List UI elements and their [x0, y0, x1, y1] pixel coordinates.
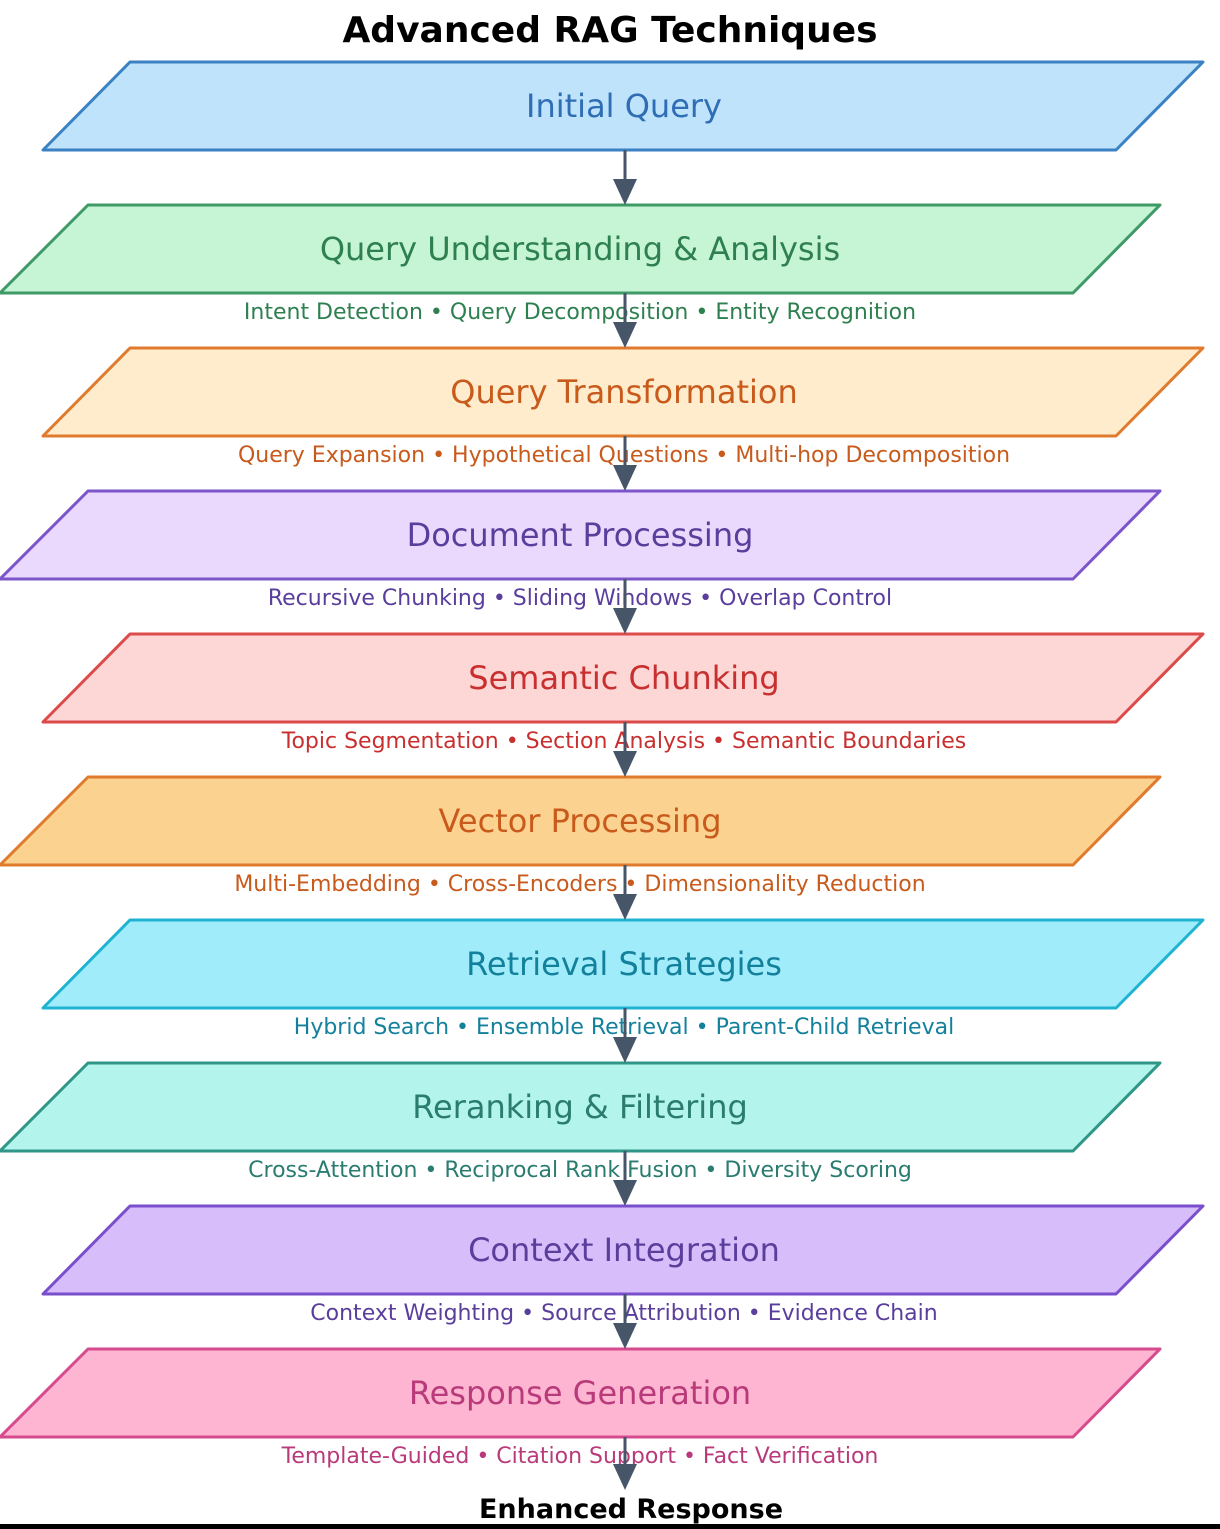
arrow-head — [613, 608, 637, 634]
stage-label: Query Understanding & Analysis — [320, 230, 840, 268]
flow-arrow — [613, 1151, 637, 1206]
flow-arrow — [613, 865, 637, 920]
arrow-head — [613, 322, 637, 348]
stage-box — [41, 632, 1205, 724]
arrow-head — [613, 465, 637, 491]
stage-label: Context Integration — [468, 1231, 780, 1269]
stage-techniques: Template-Guided • Citation Support • Fac… — [281, 1444, 879, 1469]
stage-box — [0, 775, 1162, 867]
stage-label: Vector Processing — [438, 802, 721, 840]
stage-techniques: Recursive Chunking • Sliding Windows • O… — [268, 586, 892, 611]
stage-label: Reranking & Filtering — [412, 1088, 748, 1126]
arrow-head — [613, 179, 637, 205]
arrows-layer — [613, 150, 637, 1490]
final-output-label: Enhanced Response — [479, 1494, 783, 1525]
stage-box — [41, 918, 1205, 1010]
stage-label: Retrieval Strategies — [466, 945, 782, 983]
flow-arrow — [613, 1008, 637, 1063]
stage-box — [0, 1347, 1162, 1439]
flow-arrow — [613, 436, 637, 491]
flow-arrow — [613, 1294, 637, 1349]
stage-techniques: Cross-Attention • Reciprocal Rank Fusion… — [248, 1158, 912, 1183]
stage-box — [0, 203, 1162, 295]
stage-label: Semantic Chunking — [468, 659, 779, 697]
stage-box — [0, 489, 1162, 581]
stage-box — [41, 1204, 1205, 1296]
bottom-border — [0, 1524, 1220, 1529]
arrow-head — [613, 751, 637, 777]
stage-label: Initial Query — [526, 87, 722, 125]
stage-label: Response Generation — [409, 1374, 751, 1412]
flow-arrow — [613, 722, 637, 777]
arrow-head — [613, 1180, 637, 1206]
stage-box — [0, 1061, 1162, 1153]
flow-arrow — [613, 1437, 637, 1490]
flow-arrow — [613, 579, 637, 634]
stage-label: Document Processing — [407, 516, 754, 554]
stage-techniques: Intent Detection • Query Decomposition •… — [244, 300, 916, 325]
flow-arrow — [613, 293, 637, 348]
stage-box — [41, 60, 1205, 152]
arrow-head — [613, 1464, 637, 1490]
stage-initial-query: Initial Query — [41, 60, 1205, 152]
arrow-head — [613, 1323, 637, 1349]
arrow-head — [613, 894, 637, 920]
flow-arrow — [613, 150, 637, 205]
stage-label: Query Transformation — [450, 373, 798, 411]
diagram-title: Advanced RAG Techniques — [342, 10, 877, 51]
stage-box — [41, 346, 1205, 438]
stage-techniques: Multi-Embedding • Cross-Encoders • Dimen… — [234, 872, 925, 897]
arrow-head — [613, 1037, 637, 1063]
